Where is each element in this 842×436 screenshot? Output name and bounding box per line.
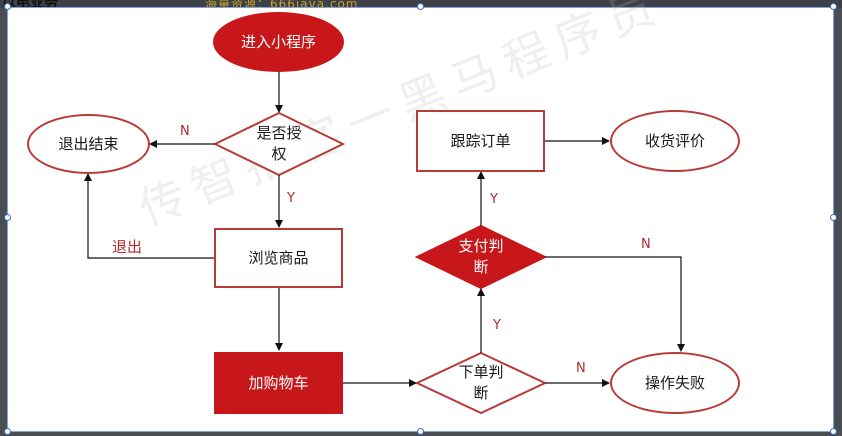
resize-handle-middle-right[interactable]	[830, 214, 837, 221]
resize-handle-middle-left[interactable]	[4, 214, 11, 221]
pay-no-label: N	[641, 237, 651, 252]
track-order-label: 跟踪订单	[450, 132, 511, 150]
review-node[interactable]: 收货评价	[610, 110, 740, 172]
pay-yes-label: Y	[490, 192, 498, 207]
add-cart-label: 加购物车	[248, 374, 309, 392]
auth-yes-label: Y	[287, 191, 295, 206]
top-watermark: 海量资源：666java.com	[205, 0, 359, 11]
order-check-label[interactable]: 下单判断	[458, 363, 504, 402]
auth-check-label[interactable]: 是否授权	[256, 124, 302, 163]
fail-label: 操作失败	[644, 374, 705, 392]
review-label: 收货评价	[644, 132, 705, 150]
browse-label: 浏览商品	[248, 249, 309, 267]
start-node-label: 进入小程序	[241, 33, 317, 51]
order-check-diamond	[414, 351, 548, 415]
start-node[interactable]: 进入小程序	[213, 12, 344, 72]
resize-handle-bottom-right[interactable]	[830, 428, 837, 435]
edge-browse-to-exit	[84, 173, 214, 259]
auth-no-label: N	[180, 124, 190, 139]
track-order-node[interactable]: 跟踪订单	[416, 110, 545, 172]
fail-node[interactable]: 操作失败	[610, 352, 740, 414]
resize-handle-top-left[interactable]	[4, 3, 11, 10]
edge-pay-to-fail	[545, 256, 685, 352]
exit-end-label: 退出结束	[58, 135, 119, 153]
order-no-label: N	[576, 361, 586, 376]
resize-handle-bottom-middle[interactable]	[417, 428, 424, 435]
resize-handle-bottom-left[interactable]	[4, 428, 11, 435]
browse-node[interactable]: 浏览商品	[214, 228, 343, 288]
corner-title: 以电业务	[2, 0, 58, 11]
add-cart-node[interactable]: 加购物车	[214, 352, 343, 414]
pay-check-label[interactable]: 支付判断	[458, 237, 504, 276]
exit-end-node[interactable]: 退出结束	[27, 114, 150, 174]
browse-exit-label: 退出	[112, 238, 143, 256]
order-yes-label: Y	[493, 318, 501, 333]
resize-handle-top-right[interactable]	[830, 3, 837, 10]
resize-handle-top-middle[interactable]	[417, 3, 424, 10]
